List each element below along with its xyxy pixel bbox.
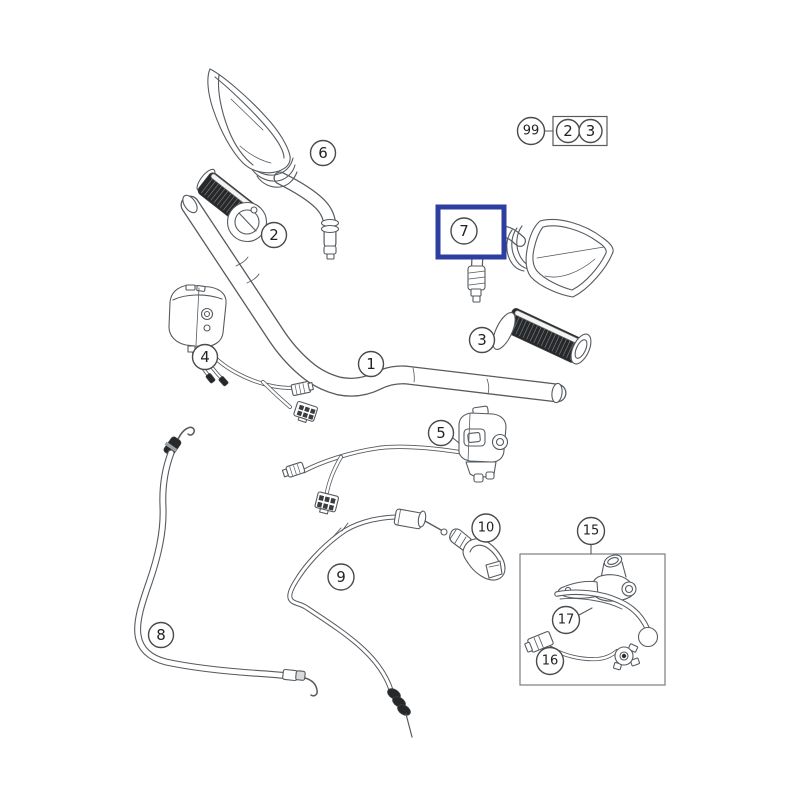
part-16-switch-cable-drawing [524,631,641,671]
callout-2[interactable]: 2 [260,221,288,249]
svg-text:5: 5 [436,424,446,442]
svg-text:99: 99 [523,124,540,139]
svg-text:9: 9 [336,568,346,586]
svg-text:15: 15 [583,524,600,539]
callout-99[interactable]: 99 [516,116,546,146]
part-6-left-mirror-drawing [207,68,340,260]
svg-text:2: 2 [269,226,279,244]
callout-15[interactable]: 15 [576,516,606,555]
callout-17[interactable]: 17 [551,605,593,635]
callout-7[interactable]: 7 [450,217,478,245]
svg-text:3: 3 [586,122,596,140]
kit-box-frame [519,553,666,686]
callout-9[interactable]: 9 [327,563,355,591]
svg-text:7: 7 [459,222,469,240]
callout-3[interactable]: 3 [468,326,496,354]
part-4-left-switch-drawing [168,284,319,423]
highlight-box-part-7: 7 [435,204,507,260]
callout-1[interactable]: 1 [357,350,385,378]
part-10-knob-drawing [449,528,506,581]
callout-16[interactable]: 16 [535,646,565,676]
svg-text:17: 17 [558,613,575,628]
part-9-cable-drawing [287,508,448,738]
part-1-handlebar-drawing [180,194,567,404]
callout-5[interactable]: 5 [427,419,460,447]
part-15-kit-box [519,553,666,686]
part-5-right-switch-drawing [281,405,509,515]
callout-10[interactable]: 10 [471,513,501,543]
legend-group: 99 2 3 [516,115,608,147]
svg-text:2: 2 [563,122,573,140]
callout-6[interactable]: 6 [309,139,337,167]
svg-text:8: 8 [156,626,166,644]
part-3-right-grip-drawing [492,308,592,365]
svg-text:16: 16 [542,654,559,669]
svg-text:1: 1 [366,355,376,373]
svg-text:4: 4 [200,348,210,366]
svg-text:6: 6 [318,144,328,162]
callout-8[interactable]: 8 [147,621,175,649]
svg-text:10: 10 [478,521,495,536]
part-8-cable-drawing [134,426,318,697]
part-2-left-grip-drawing [196,168,268,243]
legend-callout-2[interactable]: 2 [555,118,581,144]
part-17-lever-drawing [554,554,659,648]
legend-callout-3[interactable]: 3 [578,118,603,144]
callout-4[interactable]: 4 [191,343,219,371]
svg-text:3: 3 [477,331,487,349]
